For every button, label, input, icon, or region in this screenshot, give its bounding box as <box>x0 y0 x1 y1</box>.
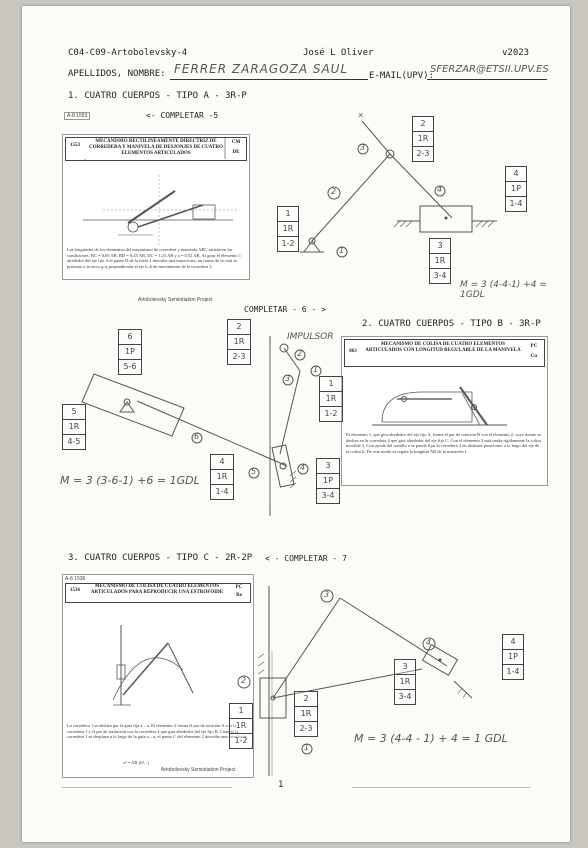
section3-card-title: MECANISMO DE COLISA DE CUATRO ELEMENTOS … <box>90 584 224 595</box>
section1-card-figure <box>83 137 238 245</box>
section3-card-figure <box>112 625 194 706</box>
section1-card-code2: DE <box>232 150 240 155</box>
section2-mobility-formula: M = 3 (3-6-1) +6 = 1GDL <box>60 474 200 487</box>
worksheet-page: C04-C09-Artobolevsky-4 José L Oliver v20… <box>22 6 570 842</box>
section3-project-credit: Artobolevsky Semiotiation Project <box>161 767 236 773</box>
section3-card-number: 1536 <box>70 588 80 593</box>
section1-complete: <- COMPLETAR -5 <box>146 111 219 120</box>
author-name: José L Oliver <box>303 48 374 58</box>
section2-card-text: El elemento 1, que gira alrededor del ej… <box>346 432 542 454</box>
section3-title: 3. CUATRO CUERPOS - TIPO C - 2R-2P <box>68 553 253 563</box>
surname-label: APELLIDOS, NOMBRE: <box>68 69 166 79</box>
page-number: 1 <box>278 780 284 790</box>
section1-title: 1. CUATRO CUERPOS - TIPO A - 3R-P <box>68 91 247 101</box>
section2-label-4: 4 <box>300 463 306 472</box>
email-value: SFERZAR@ETSII.UPV.ES <box>430 64 549 75</box>
footer-rule-left <box>62 787 232 788</box>
section3-card-formula: x² = AB·(b²...) <box>123 760 149 765</box>
section2-reference-card: 863 MECANISMO DE COLISA DE CUATRO ELEMEN… <box>341 336 548 486</box>
section2-card-code1: PC <box>530 344 538 349</box>
section2-card-code2: Cu <box>530 354 538 359</box>
section3-label-4: 4 <box>426 638 432 647</box>
section2-card-title: MECANISMO DE COLISA DE CUATRO ELEMENTOS … <box>365 342 521 353</box>
section3-card-tag: A-8 1536 <box>65 576 86 582</box>
section3-complete: < - COMPLETAR - 7 <box>265 554 347 563</box>
section3-label-1: 1 <box>304 743 310 752</box>
surname-value: FERRER ZARAGOZA SAUL <box>174 62 349 76</box>
section2-complete: COMPLETAR - 6 - > <box>244 305 326 314</box>
section1-card-tag: A-8 1553 <box>64 112 91 120</box>
section1-card-code1: CM <box>231 140 241 145</box>
section3-card-code1: PC <box>235 585 243 590</box>
section3-reference-card: A-8 1536 1536 MECANISMO DE COLISA DE CUA… <box>62 574 254 778</box>
section2-label-6: 6 <box>194 432 200 441</box>
email-underline <box>427 79 547 80</box>
footer-rule-right <box>352 787 530 788</box>
section2-impulsor-label: IMPULSOR <box>287 332 334 342</box>
course-code: C04-C09-Artobolevsky-4 <box>68 48 188 58</box>
section2-label-2: 2 <box>297 349 303 358</box>
surname-underline <box>170 79 368 80</box>
section1-label-2: 2 <box>331 187 337 196</box>
email-label: E-MAIL(UPV): <box>369 71 435 81</box>
section2-card-number: 863 <box>349 349 357 354</box>
section1-reference-card: 1553 MECANISMO RECTILÍNEAMENTE DIRECTRIZ… <box>62 134 250 280</box>
section3-mobility-formula: M = 3 (4-4 - 1) + 4 = 1 GDL <box>354 732 508 745</box>
section3-card-text: La corredera 1 se desliza por la guía fi… <box>67 723 248 739</box>
section2-title: 2. CUATRO CUERPOS - TIPO B - 3R-P <box>362 319 541 329</box>
section1-label-4: 4 <box>437 185 443 194</box>
section2-label-1: 1 <box>313 365 319 374</box>
section1-card-title: MECANISMO RECTILÍNEAMENTE DIRECTRIZ DE C… <box>89 139 223 156</box>
section1-card-text: Las longitudes de los elementos del meca… <box>67 247 242 269</box>
svg-text:×: × <box>358 110 363 120</box>
section3-label-2: 2 <box>241 676 247 685</box>
section3-card-code2: Re <box>236 593 242 598</box>
section1-label-3: 3 <box>360 143 366 152</box>
section3-label-3: 3 <box>324 590 330 599</box>
section1-label-1: 1 <box>339 246 345 255</box>
section1-card-number: 1553 <box>70 143 80 148</box>
section1-project-credit: Artobolevsky Semiotiation Project <box>138 297 213 303</box>
section1-mobility-formula: M = 3 (4-4-1) +4 = 1GDL <box>460 280 547 300</box>
section2-label-3: 3 <box>285 374 291 383</box>
section2-label-5: 5 <box>251 467 257 476</box>
section2-card-figure <box>372 386 507 426</box>
version-label: v2023 <box>502 48 530 58</box>
